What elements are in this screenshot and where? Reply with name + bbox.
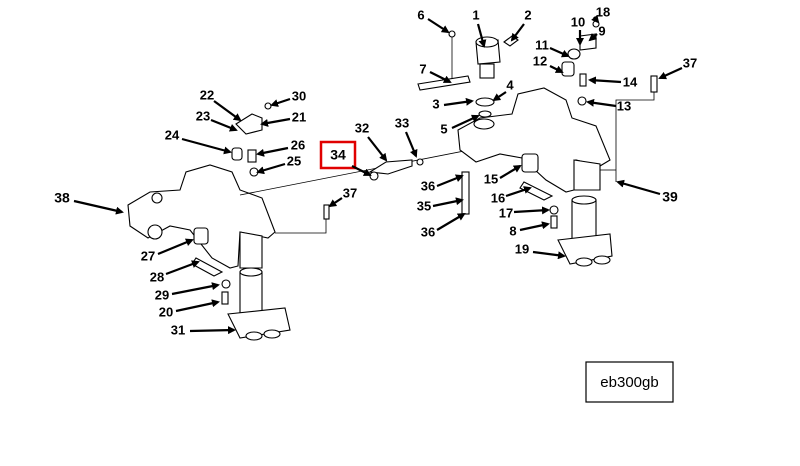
svg-text:21: 21 (292, 109, 306, 124)
callout-2: 2 (510, 7, 532, 42)
svg-text:22: 22 (200, 87, 214, 102)
svg-text:33: 33 (395, 115, 409, 130)
callout-38: 38 (54, 190, 124, 215)
svg-text:29: 29 (155, 287, 169, 302)
callout-30: 30 (270, 88, 306, 107)
svg-text:14: 14 (623, 74, 638, 89)
svg-text:23: 23 (196, 108, 210, 123)
svg-text:28: 28 (150, 269, 164, 284)
svg-text:16: 16 (491, 190, 505, 205)
svg-text:32: 32 (355, 120, 369, 135)
callout-22: 22 (200, 87, 242, 122)
svg-text:26: 26 (291, 137, 305, 152)
svg-text:24: 24 (165, 127, 180, 142)
callout-26: 26 (256, 137, 305, 157)
svg-text:5: 5 (440, 121, 447, 136)
callout-31: 31 (171, 322, 236, 337)
svg-text:12: 12 (533, 53, 547, 68)
callout-7: 7 (419, 61, 452, 83)
svg-text:15: 15 (484, 171, 498, 186)
svg-text:8: 8 (509, 223, 516, 238)
callout-11: 11 (535, 37, 570, 58)
callout-24: 24 (165, 127, 232, 155)
callout-15: 15 (484, 164, 522, 186)
callout-labels: 1 2 3 4 5 6 7 8 9 10 11 12 13 14 15 16 1… (54, 4, 697, 337)
callout-34-highlighted[interactable]: 34 (319, 140, 372, 176)
svg-text:3: 3 (432, 96, 439, 111)
callout-19: 19 (515, 241, 566, 260)
svg-text:37: 37 (683, 55, 697, 70)
right-rocker-assembly (417, 20, 658, 267)
callout-5: 5 (440, 114, 480, 136)
svg-text:34: 34 (330, 147, 346, 163)
highlight-box (319, 140, 357, 170)
callout-9: 9 (588, 23, 606, 42)
svg-text:17: 17 (499, 205, 513, 220)
callout-29: 29 (155, 282, 220, 302)
callout-23: 23 (196, 108, 238, 132)
svg-text:6: 6 (417, 7, 424, 22)
svg-text:13: 13 (617, 98, 631, 113)
callout-8: 8 (509, 221, 550, 238)
svg-text:27: 27 (141, 248, 155, 263)
callout-33: 33 (395, 115, 418, 158)
svg-text:31: 31 (171, 322, 185, 337)
svg-text:25: 25 (287, 153, 301, 168)
callout-37-right: 37 (658, 55, 697, 80)
svg-text:9: 9 (598, 23, 605, 38)
callout-17: 17 (499, 205, 550, 220)
svg-text:2: 2 (524, 7, 531, 22)
callout-25: 25 (256, 153, 301, 175)
svg-text:30: 30 (292, 88, 306, 103)
svg-text:10: 10 (571, 14, 585, 29)
callout-13: 13 (586, 98, 631, 113)
callout-39: 39 (616, 179, 678, 205)
svg-text:1: 1 (472, 7, 479, 22)
svg-text:18: 18 (596, 4, 610, 19)
svg-text:4: 4 (506, 77, 514, 92)
reference-code-box: eb300gb (585, 361, 674, 403)
callout-36-bottom: 36 (421, 212, 466, 239)
svg-text:36: 36 (421, 178, 435, 193)
reference-code: eb300gb (600, 374, 658, 391)
svg-text:39: 39 (662, 189, 678, 205)
svg-text:38: 38 (54, 190, 70, 206)
callout-20: 20 (159, 299, 220, 319)
callout-10: 10 (571, 14, 585, 46)
svg-text:11: 11 (535, 37, 549, 52)
callout-18: 18 (591, 4, 610, 24)
callout-36-top: 36 (421, 174, 464, 193)
svg-text:20: 20 (159, 304, 173, 319)
svg-text:19: 19 (515, 241, 529, 256)
callout-12: 12 (533, 53, 564, 73)
callout-21: 21 (260, 109, 306, 127)
callout-4: 4 (492, 77, 514, 102)
callout-14: 14 (588, 74, 638, 89)
svg-text:36: 36 (421, 224, 435, 239)
callout-27: 27 (141, 238, 194, 263)
callout-28: 28 (150, 260, 200, 284)
callout-1: 1 (472, 7, 487, 48)
callout-3: 3 (432, 96, 474, 111)
callout-16: 16 (491, 186, 532, 205)
callout-37-left: 37 (328, 185, 357, 208)
svg-text:7: 7 (419, 61, 426, 76)
callout-35: 35 (417, 197, 464, 213)
callout-6: 6 (417, 7, 450, 34)
svg-text:35: 35 (417, 198, 431, 213)
svg-text:37: 37 (343, 185, 357, 200)
callout-32: 32 (355, 120, 388, 162)
